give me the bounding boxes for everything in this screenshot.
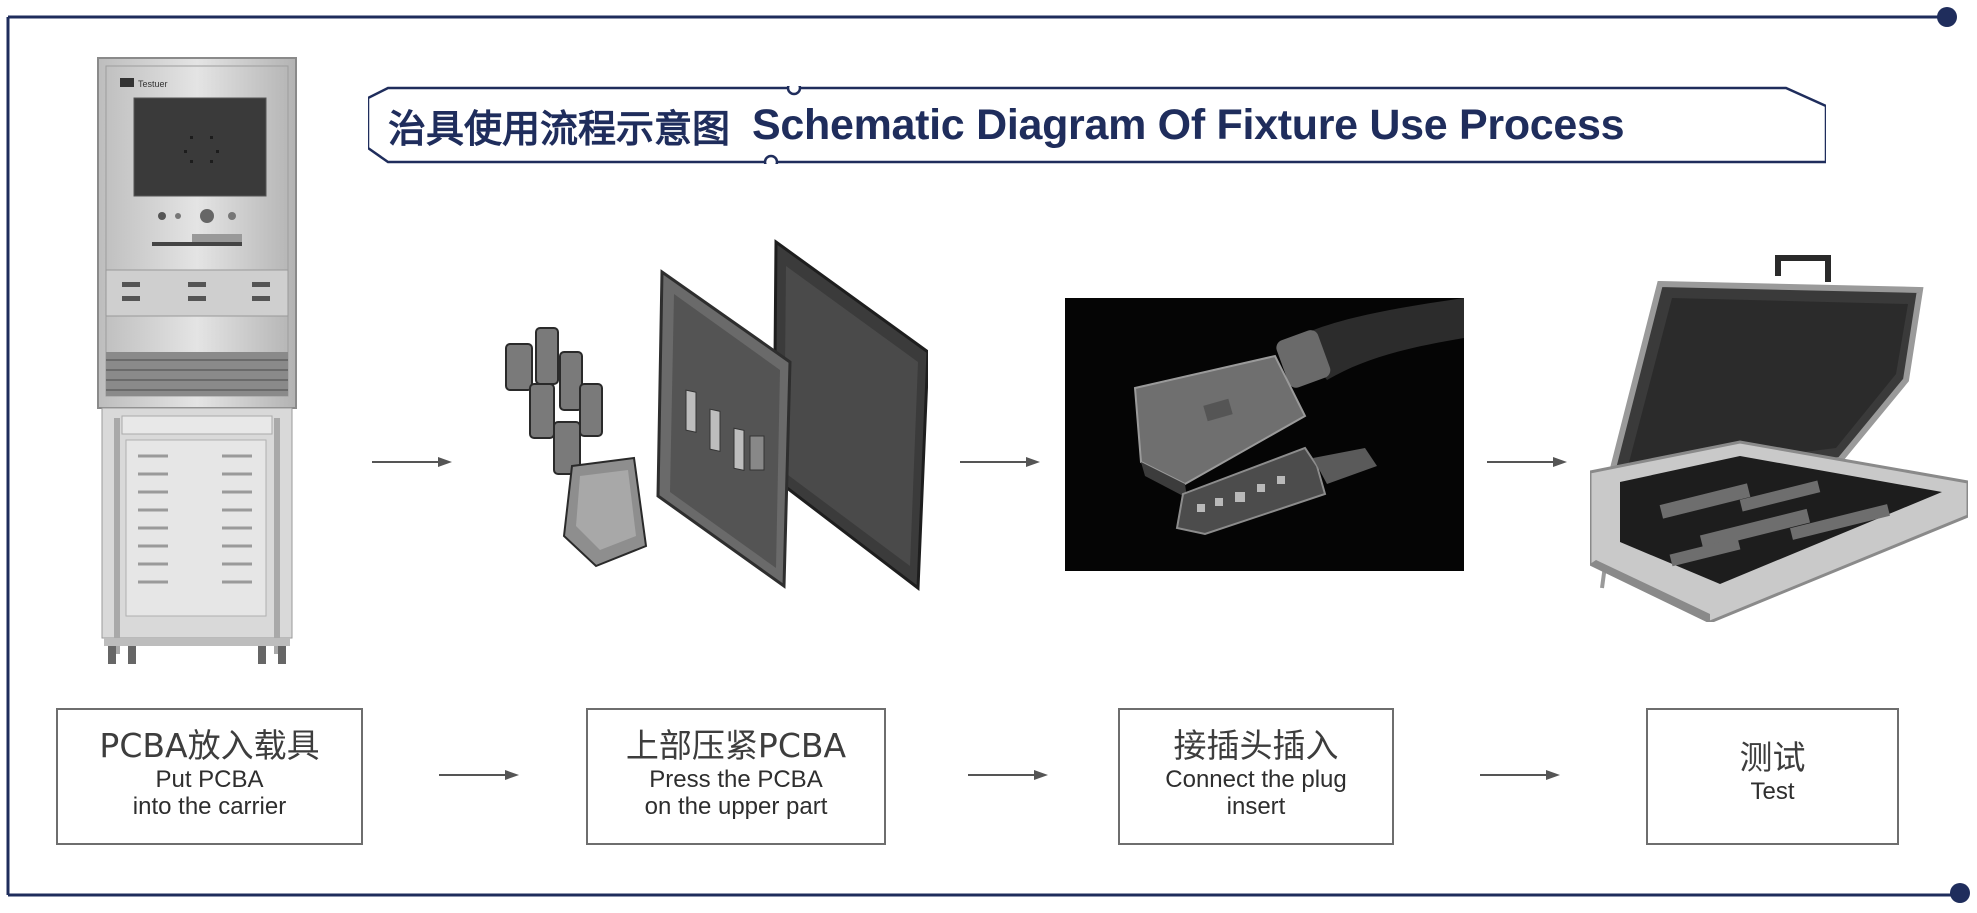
arrow-right-icon — [372, 457, 452, 467]
step-3-label-en-line1: Connect the plug — [1165, 766, 1347, 793]
cabinet-logo: Testuer — [120, 78, 168, 89]
step-1-label-cn: PCBA放入载具 — [99, 726, 320, 765]
arrow-right-icon — [439, 770, 519, 780]
exploded-fixture-image — [505, 239, 928, 591]
arrow-right-icon — [960, 457, 1040, 467]
frame-dot-bottom — [1950, 883, 1970, 903]
step-3-label: 接插头插入 Connect the plug insert — [1118, 708, 1394, 845]
step-3-label-cn: 接插头插入 — [1173, 726, 1339, 765]
title-english: Schematic Diagram Of Fixture Use Process — [752, 100, 1625, 149]
step-2-label-en-line1: Press the PCBA — [649, 766, 823, 793]
title-banner: 治具使用流程示意图 Schematic Diagram Of Fixture U… — [368, 86, 1826, 164]
arrow-right-icon — [1480, 770, 1560, 780]
svg-text:Testuer: Testuer — [138, 79, 168, 89]
frame-dot-top — [1937, 7, 1957, 27]
step-2-label: 上部压紧PCBA Press the PCBA on the upper par… — [586, 708, 886, 845]
step-2-label-cn: 上部压紧PCBA — [625, 726, 847, 765]
title-banner-outline — [368, 86, 1826, 164]
open-test-fixture-image — [1590, 255, 1968, 622]
title-text: 治具使用流程示意图 Schematic Diagram Of Fixture U… — [388, 86, 1625, 164]
step-2-label-en-line2: on the upper part — [644, 793, 828, 820]
step-1-label-en-line1: Put PCBA — [155, 766, 264, 793]
arrow-right-icon — [968, 770, 1048, 780]
test-cabinet-image: Testuer — [97, 57, 297, 664]
step-1-label: PCBA放入载具 Put PCBA into the carrier — [56, 708, 363, 845]
step-3-label-en-line2: insert — [1226, 793, 1286, 820]
step-4-label: 测试 Test — [1646, 708, 1899, 845]
step-4-label-en-line1: Test — [1750, 778, 1795, 805]
arrow-right-icon — [1487, 457, 1567, 467]
step-1-label-en-line2: into the carrier — [132, 793, 287, 820]
plug-connector-image — [1065, 298, 1464, 571]
title-chinese: 治具使用流程示意图 — [388, 106, 731, 151]
step-4-label-cn: 测试 — [1739, 738, 1806, 777]
